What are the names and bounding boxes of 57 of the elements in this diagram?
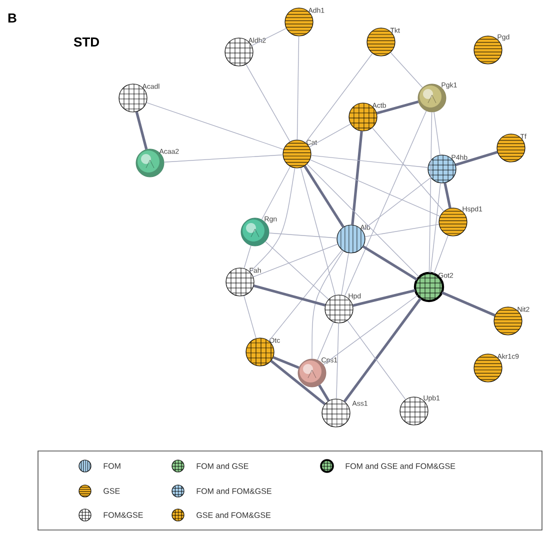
edge-line — [372, 127, 444, 212]
edge-line — [364, 224, 440, 238]
edge-line — [351, 131, 363, 225]
edge-line — [268, 232, 338, 238]
edge-line — [317, 322, 334, 360]
edge-line — [309, 124, 351, 148]
edge-line — [336, 322, 339, 400]
legend-label: FOM and FOM&GSE — [196, 488, 272, 494]
legend-label: FOM — [104, 463, 120, 469]
edge-line — [428, 112, 432, 274]
edge-line — [250, 168, 296, 272]
edge-line — [272, 356, 300, 369]
edge-line — [305, 53, 373, 143]
edge-line — [312, 250, 344, 360]
edge-line — [434, 112, 440, 156]
edge-line — [164, 154, 284, 162]
legend-label: GSE and FOM&GSE — [196, 512, 271, 518]
edge-line — [455, 150, 498, 166]
edge-line — [246, 64, 290, 142]
edge-line — [265, 241, 329, 300]
edge-line — [442, 291, 496, 317]
edge-line — [310, 155, 428, 168]
edge-line — [352, 289, 416, 307]
legend-label: FOM and GSE — [196, 463, 248, 469]
edge-line — [376, 100, 419, 114]
edge-line — [323, 295, 418, 365]
legend-label: FOM and GSE and FOM&GSE — [346, 463, 456, 469]
edge-line — [244, 295, 256, 339]
edge-line — [347, 320, 406, 400]
edge-line — [296, 36, 300, 140]
edge-line — [362, 245, 418, 281]
edge-line — [261, 166, 291, 220]
edge-line — [310, 159, 440, 217]
title: STD — [74, 37, 99, 47]
edge-line — [344, 110, 427, 296]
edge-line — [444, 182, 452, 208]
edge-line — [252, 244, 338, 278]
edge-line — [253, 284, 326, 306]
edge-line — [430, 182, 441, 274]
edge-line — [300, 167, 336, 296]
edge-line — [343, 298, 422, 402]
legend-label: GSE — [104, 488, 120, 494]
edge-line — [244, 245, 252, 269]
edge-line — [341, 252, 349, 296]
edge-line — [390, 52, 423, 88]
edge-line — [251, 28, 287, 46]
edge-line — [270, 360, 326, 406]
edge-line — [362, 177, 432, 231]
edge-line — [135, 111, 148, 150]
edge-line — [434, 234, 448, 274]
edge-line — [304, 165, 344, 228]
edge-line — [318, 384, 330, 402]
legend-label: FOM&GSE — [104, 512, 143, 518]
panel-letter: B — [8, 14, 16, 22]
edge-line — [146, 102, 284, 150]
edge-line — [306, 164, 420, 278]
edge-line — [268, 250, 342, 342]
